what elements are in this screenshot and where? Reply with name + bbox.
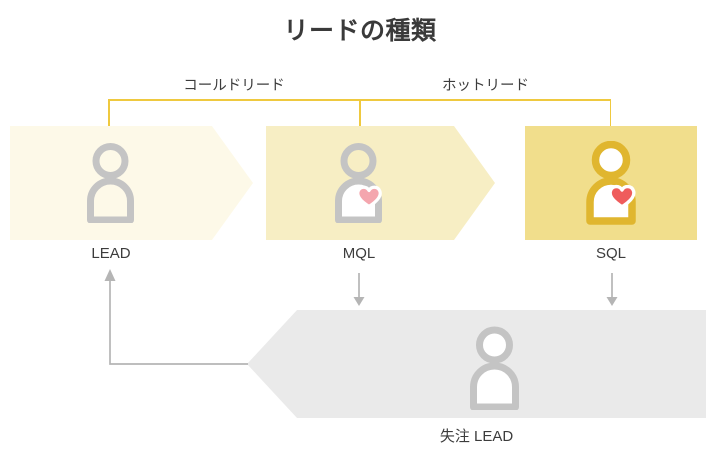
- arrow-mql-to-lost-icon: [353, 273, 365, 306]
- arrow-sql-to-lost-icon: [606, 273, 618, 306]
- group-label-cold-lead: コールドリード: [183, 78, 285, 94]
- bracket-right-leg: [609, 99, 612, 127]
- stage-label-lost-lead: 失注 LEAD: [439, 428, 514, 445]
- page-title: リードの種類: [283, 17, 437, 45]
- stage-label-lead: LEAD: [91, 245, 131, 262]
- stage-label-mql: MQL: [342, 245, 376, 262]
- person-heart-icon: [586, 141, 636, 225]
- person-icon: [87, 143, 134, 223]
- person-heart-icon: [335, 143, 382, 223]
- bracket-middle-leg: [359, 99, 361, 127]
- arrow-lost-to-lead-icon: [104, 269, 248, 365]
- group-label-hot-lead: ホットリード: [442, 78, 529, 94]
- person-icon: [470, 326, 519, 410]
- bracket-left-leg: [108, 99, 110, 127]
- stage-label-sql: SQL: [595, 245, 626, 262]
